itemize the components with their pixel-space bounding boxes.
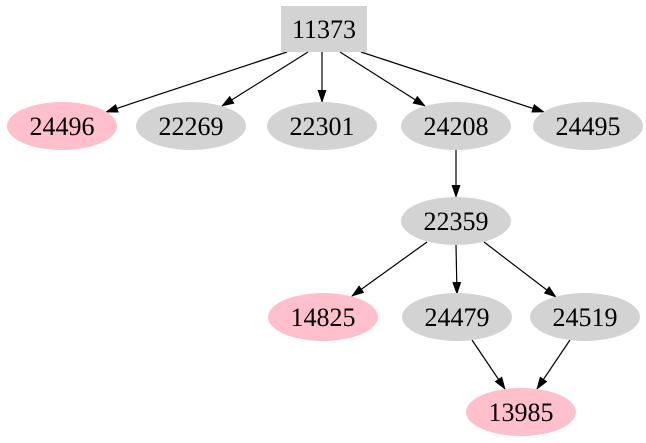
- node-24495: 24495: [533, 102, 643, 150]
- node-24495-ellipse: [533, 102, 643, 150]
- node-22269: 22269: [136, 102, 246, 150]
- node-24496: 24496: [7, 102, 117, 150]
- node-24496-ellipse: [7, 102, 117, 150]
- node-11373-box: [281, 6, 367, 52]
- edge-22359-24479: [452, 244, 462, 295]
- node-14825-label: 14825: [291, 303, 356, 332]
- node-24496-label: 24496: [30, 112, 95, 141]
- node-11373-label: 11373: [292, 15, 356, 44]
- node-22269-label: 22269: [159, 112, 224, 141]
- edge-11373-22269: [221, 51, 309, 107]
- node-24519: 24519: [530, 293, 640, 341]
- node-13985-ellipse: [466, 388, 576, 436]
- node-24479: 24479: [402, 293, 512, 341]
- node-24495-label: 24495: [556, 112, 621, 141]
- node-24479-ellipse: [402, 293, 512, 341]
- node-24519-ellipse: [530, 293, 640, 341]
- node-22359-label: 22359: [424, 207, 489, 236]
- node-22359-ellipse: [401, 197, 511, 245]
- node-22359: 22359: [401, 197, 511, 245]
- edge-24479-13985: [471, 339, 506, 390]
- node-22301-label: 22301: [290, 112, 355, 141]
- edge-layer: [105, 51, 571, 390]
- node-24208: 24208: [401, 102, 511, 150]
- edge-11373-24495: [360, 51, 545, 113]
- node-14825-ellipse: [268, 293, 378, 341]
- edge-24519-13985: [536, 339, 571, 390]
- node-24208-ellipse: [401, 102, 511, 150]
- edge-11373-24496: [105, 51, 288, 113]
- node-22301: 22301: [267, 102, 377, 150]
- edge-11373-24208: [339, 51, 426, 107]
- node-24479-label: 24479: [425, 303, 490, 332]
- node-24208-label: 24208: [424, 112, 489, 141]
- node-13985-label: 13985: [489, 398, 554, 427]
- edge-22359-14825: [351, 241, 428, 297]
- node-22269-ellipse: [136, 102, 246, 150]
- node-11373: 11373: [281, 6, 367, 52]
- node-22301-ellipse: [267, 102, 377, 150]
- node-14825: 14825: [268, 293, 378, 341]
- node-24519-label: 24519: [553, 303, 618, 332]
- node-13985: 13985: [466, 388, 576, 436]
- edge-22359-24519: [483, 241, 557, 298]
